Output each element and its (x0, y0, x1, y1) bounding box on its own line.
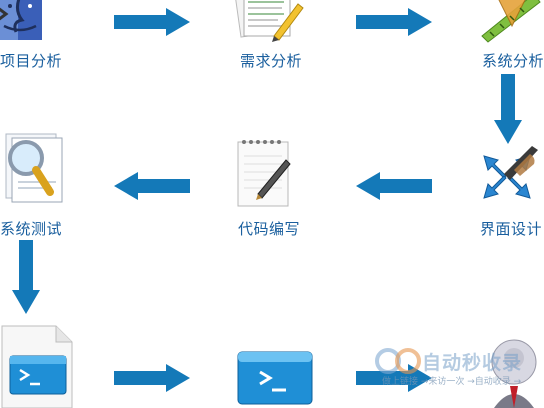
flow-arrow-right (114, 8, 190, 36)
flow-arrow-left (114, 172, 190, 200)
person-avatar-icon (484, 336, 544, 408)
ruler-tools-icon (476, 0, 542, 43)
watermark-subtitle: 做上链接 →来访一次 →自动收录 → (382, 377, 522, 387)
watermark-logo-icon (375, 348, 421, 374)
flow-arrow-right (356, 8, 432, 36)
flow-arrow-down (494, 74, 522, 144)
document-pencil-icon (234, 0, 304, 42)
step-label-requirement-analysis: 需求分析 (240, 52, 303, 70)
powershell-document-icon (0, 325, 74, 408)
powershell-window-icon (236, 350, 314, 408)
step-label-system-testing: 系统测试 (0, 220, 63, 238)
notepad-pen-icon (232, 138, 298, 210)
design-arrows-icon (474, 144, 542, 208)
step-label-interface-design: 界面设计 (480, 220, 543, 238)
watermark-title: 自动秒收录 (422, 352, 523, 374)
flow-arrow-right (114, 364, 190, 392)
watermark: 自动秒收录 做上链接 →来访一次 →自动收录 → (372, 344, 540, 390)
flow-arrow-left (356, 172, 432, 200)
flow-arrow-down (12, 240, 40, 314)
step-label-project-analysis: 项目分析 (0, 52, 63, 70)
step-label-coding: 代码编写 (238, 220, 301, 238)
magnifier-document-icon (0, 133, 66, 214)
finder-icon (0, 0, 46, 44)
step-label-system-analysis: 系统分析 (482, 52, 544, 70)
